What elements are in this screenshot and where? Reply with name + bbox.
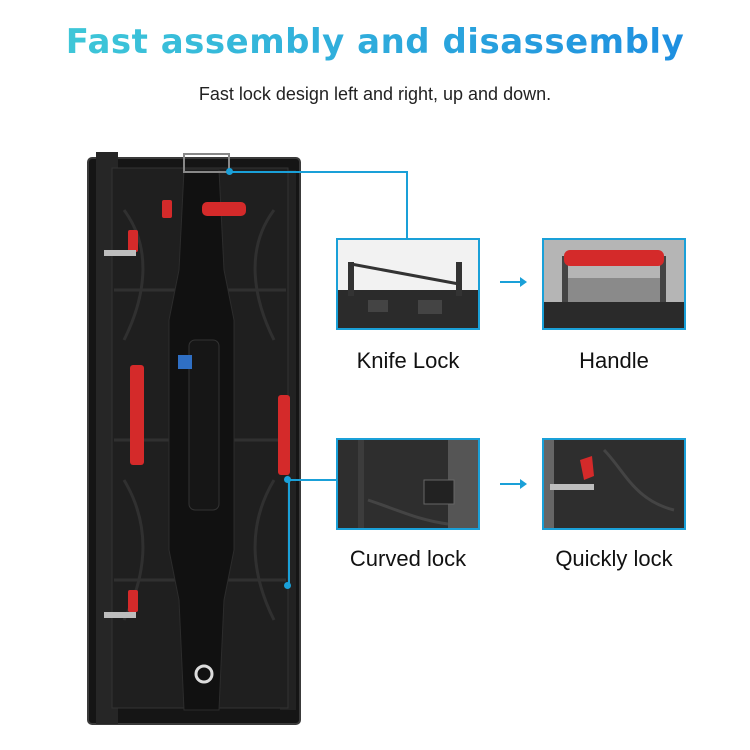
arrow-right-icon [500,276,528,288]
connector-dot-lock-lower [284,582,291,589]
knife-lock-label: Knife Lock [356,348,460,373]
connector-line [230,171,408,173]
curved-lock-label: Curved lock [349,546,467,571]
connector-line [288,479,290,585]
handle-image [542,238,686,330]
page-title: Fast assembly and disassembly [65,22,685,62]
curved-lock-image [336,438,480,530]
handle-label: Handle [579,348,649,373]
knife-lock-image [336,238,480,330]
connector-dot-lock-upper [284,476,291,483]
quickly-lock-label: Quickly lock [555,546,673,571]
quickly-lock-image [542,438,686,530]
connector-line [288,479,338,481]
page-subtitle: Fast lock design left and right, up and … [198,84,552,104]
arrow-right-icon [500,478,528,490]
led-cabinet-image [84,150,306,728]
connector-line [406,171,408,239]
connector-dot-handle [226,168,233,175]
